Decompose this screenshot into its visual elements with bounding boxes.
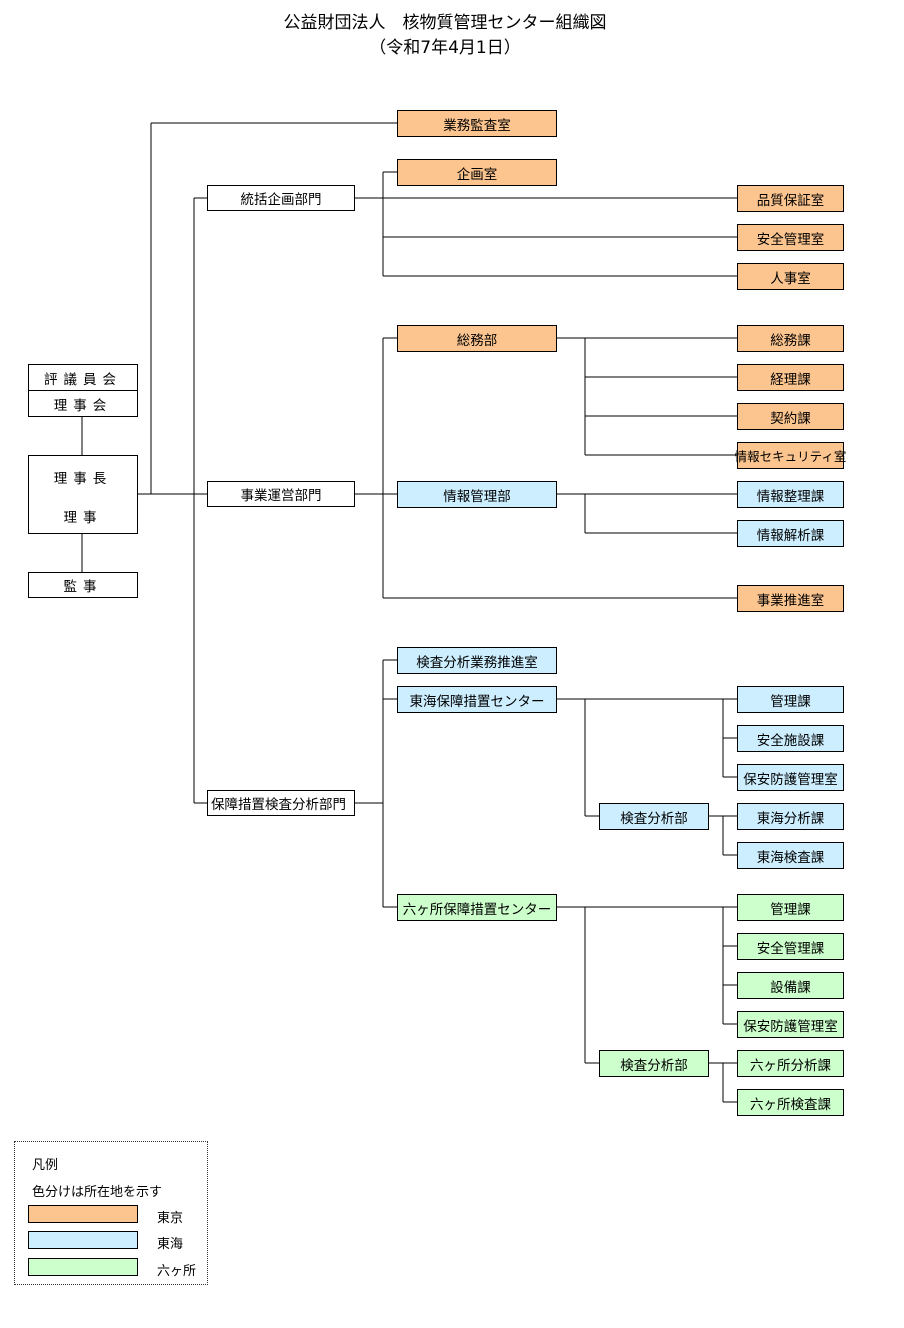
legend-label-tokai: 東海: [157, 1237, 184, 1252]
legend: 凡例 色分けは所在地を示す 東京 東海 六ヶ所: [14, 1141, 208, 1285]
promotion-office-box: 事業推進室: [737, 585, 844, 612]
director-label: 理事: [63, 510, 103, 526]
info-analysis-section-box: 情報解析課: [737, 520, 844, 547]
qa-office-box: 品質保証室: [737, 185, 844, 212]
auditor-box: 監事: [28, 572, 138, 598]
council-label: 評議員会: [44, 371, 122, 388]
chairman-box: 理事長 理事: [28, 455, 138, 534]
safeguards-division-box: 保障措置検査分析部門: [207, 790, 355, 816]
tokai-facility-section-box: 安全施設課: [737, 725, 844, 752]
general-affairs-dept-box: 総務部: [397, 325, 557, 352]
info-management-dept-box: 情報管理部: [397, 481, 557, 508]
inspection-promotion-office-box: 検査分析業務推進室: [397, 647, 557, 674]
infosec-office-box: 情報セキュリティ室: [735, 442, 846, 469]
rokkasho-admin-section-box: 管理課: [737, 894, 844, 921]
legend-label-rokkasho: 六ヶ所: [157, 1264, 197, 1279]
council-board-box: 評議員会 理事会: [28, 364, 138, 417]
legend-label-tokyo: 東京: [157, 1211, 184, 1226]
chart-date: （令和7年4月1日）: [369, 38, 521, 58]
legend-swatch-tokai: [28, 1231, 138, 1249]
info-arrangement-section-box: 情報整理課: [737, 481, 844, 508]
operations-division-box: 事業運営部門: [207, 481, 355, 507]
tokai-inspection-section-box: 東海検査課: [737, 842, 844, 869]
planning-office-box: 企画室: [397, 159, 557, 186]
rokkasho-analysis-dept-box: 検査分析部: [599, 1050, 709, 1077]
legend-swatch-tokyo: [28, 1205, 138, 1223]
audit-office-box: 業務監査室: [397, 110, 557, 137]
safety-office-box: 安全管理室: [737, 224, 844, 251]
contract-section-box: 契約課: [737, 403, 844, 430]
rokkasho-analysis-section-box: 六ヶ所分析課: [737, 1050, 844, 1077]
legend-swatch-rokkasho: [28, 1258, 138, 1276]
rokkasho-equipment-section-box: 設備課: [737, 972, 844, 999]
rokkasho-safety-section-box: 安全管理課: [737, 933, 844, 960]
hr-office-box: 人事室: [737, 263, 844, 290]
tokai-center-box: 東海保障措置センター: [397, 686, 557, 713]
chairman-label: 理事長: [53, 471, 113, 487]
accounting-section-box: 経理課: [737, 364, 844, 391]
general-affairs-section-box: 総務課: [737, 325, 844, 352]
tokai-analysis-dept-box: 検査分析部: [599, 803, 709, 830]
rokkasho-security-office-box: 保安防護管理室: [737, 1011, 844, 1038]
rokkasho-inspection-section-box: 六ヶ所検査課: [737, 1089, 844, 1116]
legend-title: 凡例: [32, 1158, 59, 1173]
legend-note: 色分けは所在地を示す: [32, 1185, 163, 1200]
tokai-admin-section-box: 管理課: [737, 686, 844, 713]
chart-title: 公益財団法人 核物質管理センター組織図: [283, 13, 607, 33]
planning-division-box: 統括企画部門: [207, 185, 355, 211]
board-label: 理事会: [29, 390, 137, 417]
rokkasho-center-box: 六ヶ所保障措置センター: [397, 894, 557, 921]
tokai-security-office-box: 保安防護管理室: [737, 764, 844, 791]
tokai-analysis-section-box: 東海分析課: [737, 803, 844, 830]
